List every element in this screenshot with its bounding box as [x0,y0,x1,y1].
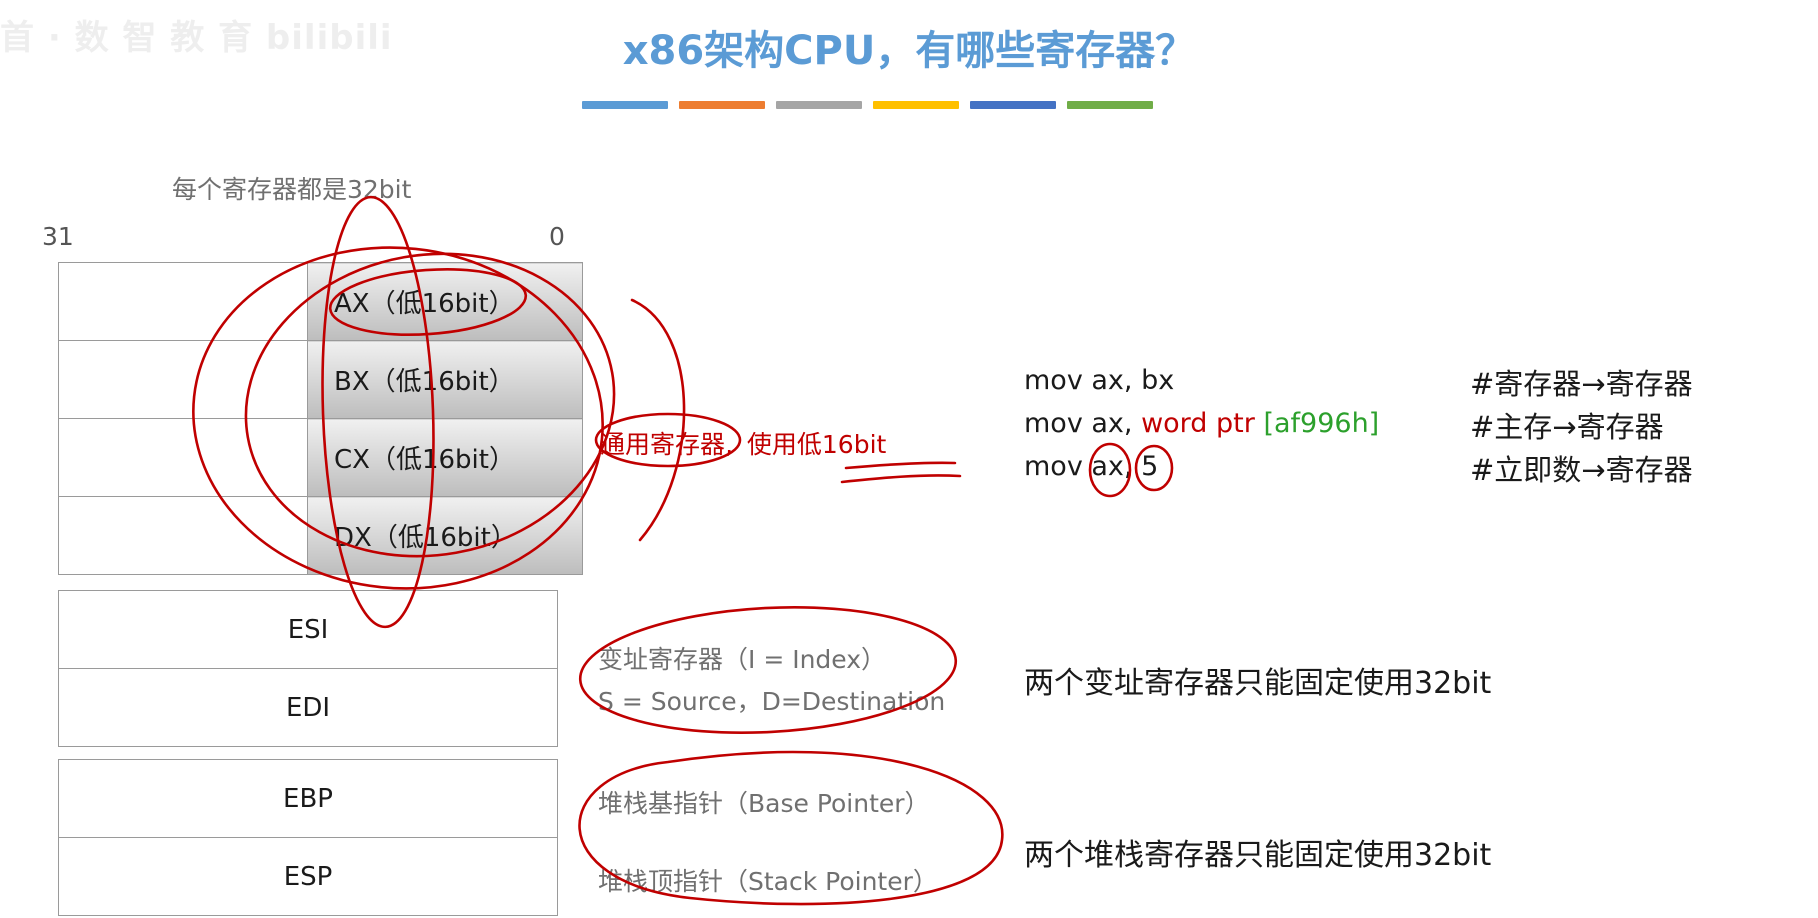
register-edi: EDI [58,668,558,747]
register-cx: CX（低16bit） [307,418,583,497]
code-address: [af996h] [1263,408,1380,439]
bit-high-label: 31 [42,222,74,251]
code-line-2-prefix: mov ax, [1024,408,1142,439]
general-register-note: 通用寄存器, 使用低16bit [600,425,886,461]
annotation-underline-1 [844,461,957,470]
code-comment-3: #立即数→寄存器 [1470,453,1693,487]
code-word-ptr: word ptr [1141,408,1255,439]
register-high-half [58,340,308,419]
general-register-note-part1: 通用寄存器, [600,430,733,459]
color-bar [582,101,668,109]
bit-low-label: 0 [549,222,565,251]
register-ebp: EBP [58,759,558,838]
stack-register-note: 两个堆栈寄存器只能固定使用32bit [1024,838,1492,873]
index-registers-table: ESI EDI [58,590,558,747]
register-esi: ESI [58,590,558,669]
color-bar [873,101,959,109]
register-row: CX（低16bit） [58,418,583,497]
register-high-half [58,262,308,341]
diagram-subtitle: 每个寄存器都是32bit [172,175,412,204]
register-bx: BX（低16bit） [307,340,583,419]
register-high-half [58,418,308,497]
general-register-note-part2: 使用低16bit [746,430,887,459]
index-desc-line1: 变址寄存器（I = Index） [598,645,887,674]
register-row: DX（低16bit） [58,496,583,575]
color-bar [776,101,862,109]
slide-title: x86架构CPU，有哪些寄存器？ [622,28,1196,74]
register-ax: AX（低16bit） [307,262,583,341]
stack-desc-line1: 堆栈基指针（Base Pointer） [598,789,930,818]
color-bar [970,101,1056,109]
stack-registers-table: EBP ESP [58,759,558,916]
index-desc-line2: S = Source，D=Destination [598,687,946,716]
register-dx: DX（低16bit） [307,496,583,575]
annotation-arc-right [630,298,686,542]
code-line-2: mov ax, word ptr [af996h] [1024,408,1379,439]
color-bar [679,101,765,109]
index-register-note: 两个变址寄存器只能固定使用32bit [1024,666,1492,701]
annotation-underline-2 [840,474,962,484]
code-line-3: mov ax, 5 [1024,451,1159,482]
code-line-1: mov ax, bx [1024,365,1175,396]
general-registers-table: AX（低16bit） BX（低16bit） CX（低16bit） DX（低16b… [58,262,583,575]
code-comment-2: #主存→寄存器 [1470,410,1664,444]
register-esp: ESP [58,837,558,916]
title-color-bars [582,101,1153,109]
code-comment-1: #寄存器→寄存器 [1470,367,1693,401]
stack-desc-line2: 堆栈顶指针（Stack Pointer） [598,867,938,896]
register-row: AX（低16bit） [58,262,583,341]
watermark: 首 · 数 智 教 育 bilibili [0,18,393,58]
color-bar [1067,101,1153,109]
register-high-half [58,496,308,575]
register-row: BX（低16bit） [58,340,583,419]
